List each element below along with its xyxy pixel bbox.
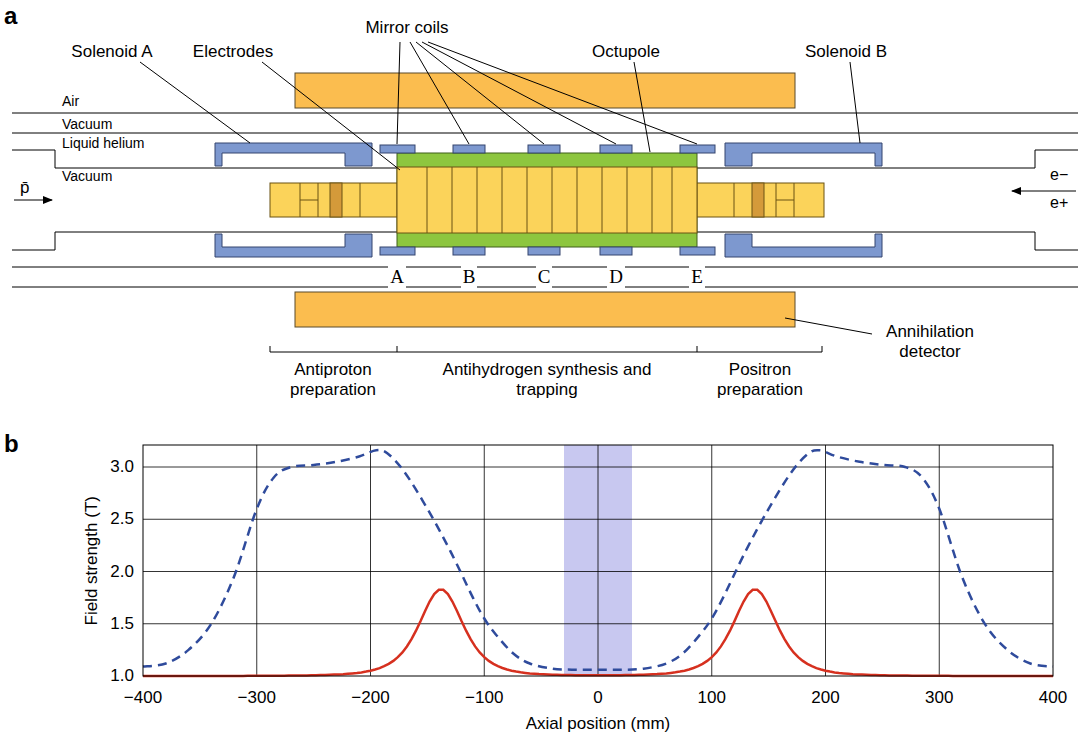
particle-label: e−	[1050, 166, 1068, 184]
part-label: Electrodes	[193, 42, 273, 62]
tick-label: −100	[465, 688, 503, 708]
cryostat-walls	[12, 113, 1078, 287]
electrode-stack	[270, 167, 824, 233]
coil-letter: A	[388, 266, 406, 288]
tick-label: 3.0	[110, 457, 134, 477]
region-caption: Antiproton preparation	[253, 360, 413, 399]
detector-bar	[295, 292, 795, 327]
panel-letter: b	[4, 430, 19, 458]
region-caption: Positron preparation	[695, 360, 825, 399]
part-label: Annihilation detector	[865, 322, 995, 361]
plot-grid	[143, 445, 1053, 676]
region-label: Air	[62, 93, 79, 109]
leader-line	[140, 42, 872, 334]
axis-title: Axial position (mm)	[526, 714, 671, 734]
part-label: Mirror coils	[365, 18, 448, 38]
detector-bar	[295, 73, 795, 108]
field-curve-solid	[143, 590, 1053, 676]
mirror-coil	[380, 145, 715, 255]
tick-label: −400	[124, 688, 162, 708]
octupole-magnet	[397, 153, 697, 247]
region-label: Liquid helium	[62, 135, 145, 151]
coil-letter: D	[607, 266, 625, 288]
region-caption: Antihydrogen synthesis and trapping	[432, 360, 662, 399]
tick-label: 2.5	[110, 509, 134, 529]
region-label: Vacuum	[62, 116, 112, 132]
beam-arrow	[1012, 191, 1076, 192]
tick-label: 400	[1039, 688, 1067, 708]
particle-label: p̄	[20, 178, 29, 198]
curve-group	[143, 450, 1053, 676]
solenoid-coil	[215, 143, 882, 257]
part-label: Octupole	[592, 42, 660, 62]
panel-letter: a	[4, 2, 17, 30]
particle-label: e+	[1050, 194, 1068, 212]
coil-letter: E	[689, 266, 705, 288]
axis-title: Field strength (T)	[82, 496, 102, 625]
field-curve-dashed	[143, 450, 1053, 670]
tick-label: 100	[698, 688, 726, 708]
region-label: Vacuum	[62, 168, 112, 184]
part-label: Solenoid A	[71, 42, 152, 62]
tick-label: 0	[593, 688, 602, 708]
plot-frame	[143, 445, 1053, 676]
coil-letter: C	[536, 266, 553, 288]
tick-label: 200	[811, 688, 839, 708]
tick-label: 1.0	[110, 666, 134, 686]
tick-label: −300	[238, 688, 276, 708]
beam-arrow	[14, 200, 52, 201]
tick-label: 1.5	[110, 614, 134, 634]
part-label: Solenoid B	[805, 42, 887, 62]
coil-letter: B	[461, 266, 478, 288]
tick-label: 2.0	[110, 562, 134, 582]
region-bracket	[270, 346, 822, 352]
tick-label: −200	[351, 688, 389, 708]
tick-label: 300	[925, 688, 953, 708]
